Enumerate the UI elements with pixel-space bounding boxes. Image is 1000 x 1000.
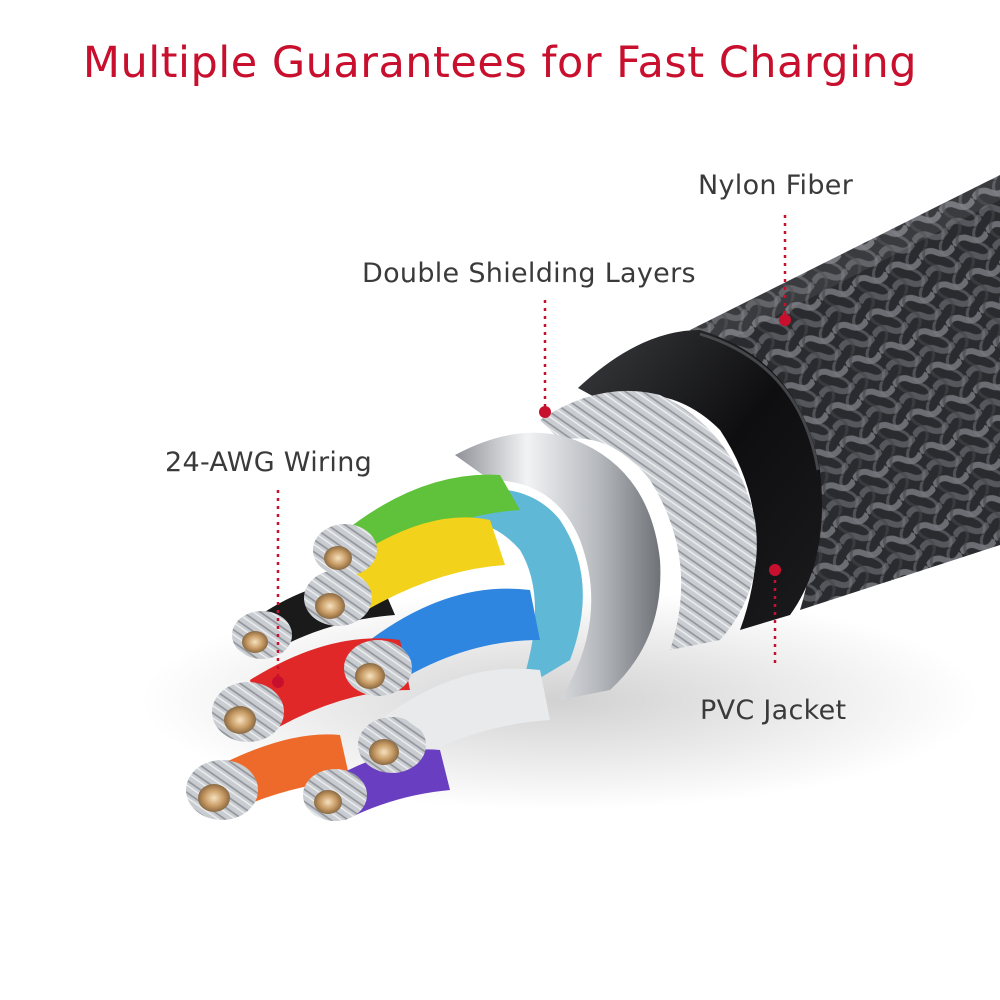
- label-pvc-jacket: PVC Jacket: [700, 695, 847, 726]
- page-title: Multiple Guarantees for Fast Charging: [82, 38, 918, 88]
- leader-lines: [272, 215, 791, 688]
- label-nylon-fiber: Nylon Fiber: [698, 170, 854, 201]
- braided-shield-layer: [540, 390, 757, 650]
- pvc-jacket: [578, 330, 822, 630]
- wire-blue: [370, 588, 540, 690]
- inner-filler: [430, 488, 583, 690]
- conductor-ends: [186, 524, 426, 821]
- marker-wiring: [272, 676, 284, 688]
- aluminum-foil-shield: [455, 432, 661, 700]
- marker-nylon: [779, 314, 791, 326]
- label-24-awg-wiring: 24-AWG Wiring: [165, 447, 373, 478]
- nylon-braid-body: [690, 175, 1000, 610]
- wire-yellow: [330, 517, 505, 620]
- marker-jacket: [769, 564, 781, 576]
- marker-shielding: [539, 406, 551, 418]
- label-double-shielding-layers: Double Shielding Layers: [362, 258, 696, 289]
